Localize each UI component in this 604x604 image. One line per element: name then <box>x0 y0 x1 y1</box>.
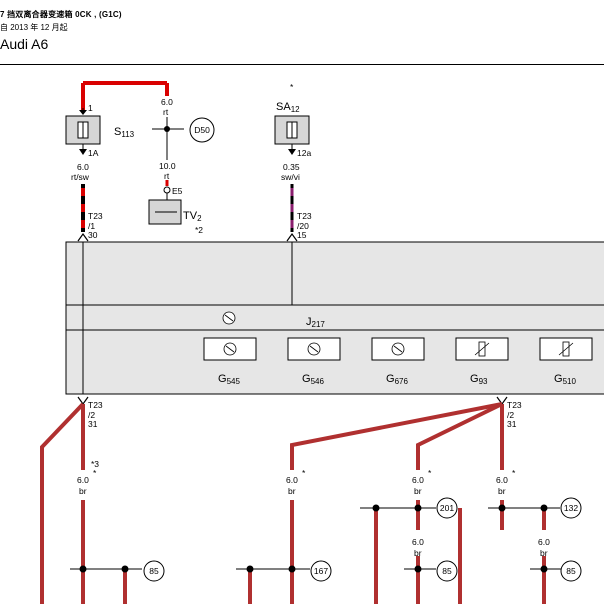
speed-sensor-icon <box>223 342 237 356</box>
sensor-g545: G545 <box>203 337 257 386</box>
sa12-label: SA12 <box>276 101 300 114</box>
diagram-title: 7 挡双离合器变速箱 0CK , (G1C) <box>0 10 122 19</box>
sensor-label: G546 <box>302 373 324 386</box>
sensor-g546: G546 <box>287 337 341 386</box>
d50-pin: E5 <box>172 186 183 196</box>
svg-text:*3: *3 <box>91 459 99 469</box>
ground-refs: 201 132 85 167 85 85 <box>143 497 582 582</box>
svg-text:br: br <box>79 486 87 496</box>
svg-text:31: 31 <box>507 419 517 429</box>
s113-wire-size: 6.0 <box>77 162 89 172</box>
unit-tv2: TV2 *2 <box>148 193 203 235</box>
sensor-label: G510 <box>554 373 576 386</box>
sensor-g93: G93 <box>455 337 509 386</box>
sa12-wire-color: sw/vi <box>281 172 300 182</box>
svg-text:6.0: 6.0 <box>496 475 508 485</box>
ref-circle-132 <box>560 497 582 519</box>
d50-wire-in-color: rt <box>163 107 169 117</box>
s113-wire-color: rt/sw <box>71 172 90 182</box>
ref-circle-85 <box>143 560 165 582</box>
ref-circle-85 <box>436 560 458 582</box>
sensor-label: G545 <box>218 373 240 386</box>
svg-text:167: 167 <box>314 566 328 576</box>
j217-label: J217 <box>306 316 325 329</box>
tv2-note: *2 <box>195 225 203 235</box>
svg-text:*: * <box>428 468 432 478</box>
svg-text:/20: /20 <box>297 221 309 231</box>
svg-text:85: 85 <box>566 566 576 576</box>
speed-sensor-icon <box>307 342 321 356</box>
temperature-sensor-icon <box>474 341 490 357</box>
svg-text:br: br <box>288 486 296 496</box>
svg-text:6.0: 6.0 <box>412 475 424 485</box>
d50-wire-out-color: rt <box>164 171 170 181</box>
ref-circle-167 <box>310 560 332 582</box>
connector-t23-20: T23 /20 15 <box>286 211 312 242</box>
page-header: 7 挡双离合器变速箱 0CK , (G1C) 自 2013 年 12 月起 Au… <box>0 0 604 66</box>
svg-text:30: 30 <box>88 230 98 240</box>
sensor-g510: G510 <box>539 337 593 386</box>
sa12-pin-bottom: 12a <box>297 148 311 158</box>
speed-sensor-icon <box>391 342 405 356</box>
fuse-sa12: * SA12 12a 0.35 sw/vi <box>274 82 311 182</box>
svg-text:br: br <box>498 486 506 496</box>
svg-text:br: br <box>540 548 548 558</box>
s113-pin-top: 1 <box>88 103 93 113</box>
header-rule <box>0 64 604 65</box>
connector-t23-1: T23 /1 30 <box>77 211 103 242</box>
s113-pin-bottom: 1A <box>88 148 99 158</box>
sa12-note: * <box>290 82 294 92</box>
d50-wire-out-size: 10.0 <box>159 161 176 171</box>
validity-date: 自 2013 年 12 月起 <box>0 23 68 32</box>
d50-wire-in-size: 6.0 <box>161 97 173 107</box>
svg-text:br: br <box>414 486 422 496</box>
svg-text:85: 85 <box>442 566 452 576</box>
sensor-g676: G676 <box>371 337 425 386</box>
svg-text:T23: T23 <box>88 211 103 221</box>
temperature-sensor-icon <box>558 341 574 357</box>
ref-circle-201 <box>436 497 458 519</box>
svg-text:/1: /1 <box>88 221 95 231</box>
fuse-s113: 1 1A S113 6.0 rt/sw <box>65 103 135 182</box>
sensor-label: G676 <box>386 373 408 386</box>
ref-d50-label: D50 <box>194 125 210 135</box>
module-j217-box <box>65 241 604 395</box>
sa12-wire-size: 0.35 <box>283 162 300 172</box>
s113-label: S113 <box>114 126 135 139</box>
red-feed-top <box>81 81 169 110</box>
svg-text:T23: T23 <box>88 400 103 410</box>
svg-text:6.0: 6.0 <box>286 475 298 485</box>
svg-text:6.0: 6.0 <box>412 537 424 547</box>
ref-circle-d50 <box>189 117 215 143</box>
tv2-label: TV2 <box>183 210 202 223</box>
svg-text:/2: /2 <box>88 410 95 420</box>
vehicle-model: Audi A6 <box>0 36 49 52</box>
svg-text:6.0: 6.0 <box>538 537 550 547</box>
svg-text:85: 85 <box>149 566 159 576</box>
svg-text:6.0: 6.0 <box>77 475 89 485</box>
sensor-row: G545 G546 G676 G93 G510 <box>203 337 593 386</box>
svg-text:T23: T23 <box>507 400 522 410</box>
ref-circle-85 <box>560 560 582 582</box>
svg-text:132: 132 <box>564 503 578 513</box>
svg-text:*: * <box>93 468 97 478</box>
svg-text:15: 15 <box>297 230 307 240</box>
ground-wire-labels: *3 6.0 * br 6.0 * br 6.0 * br 6.0 * br 6… <box>77 459 550 558</box>
svg-text:br: br <box>414 548 422 558</box>
ground-wiring <box>40 402 546 604</box>
module-j217: J217 <box>65 241 604 395</box>
svg-text:31: 31 <box>88 419 98 429</box>
svg-text:201: 201 <box>440 503 454 513</box>
svg-text:/2: /2 <box>507 410 514 420</box>
svg-text:T23: T23 <box>297 211 312 221</box>
svg-text:*: * <box>302 468 306 478</box>
sensor-label: G93 <box>470 373 488 386</box>
svg-text:*: * <box>512 468 516 478</box>
feed-d50: 6.0 rt D50 10.0 rt E5 <box>152 97 215 196</box>
ground-splices <box>70 504 562 573</box>
